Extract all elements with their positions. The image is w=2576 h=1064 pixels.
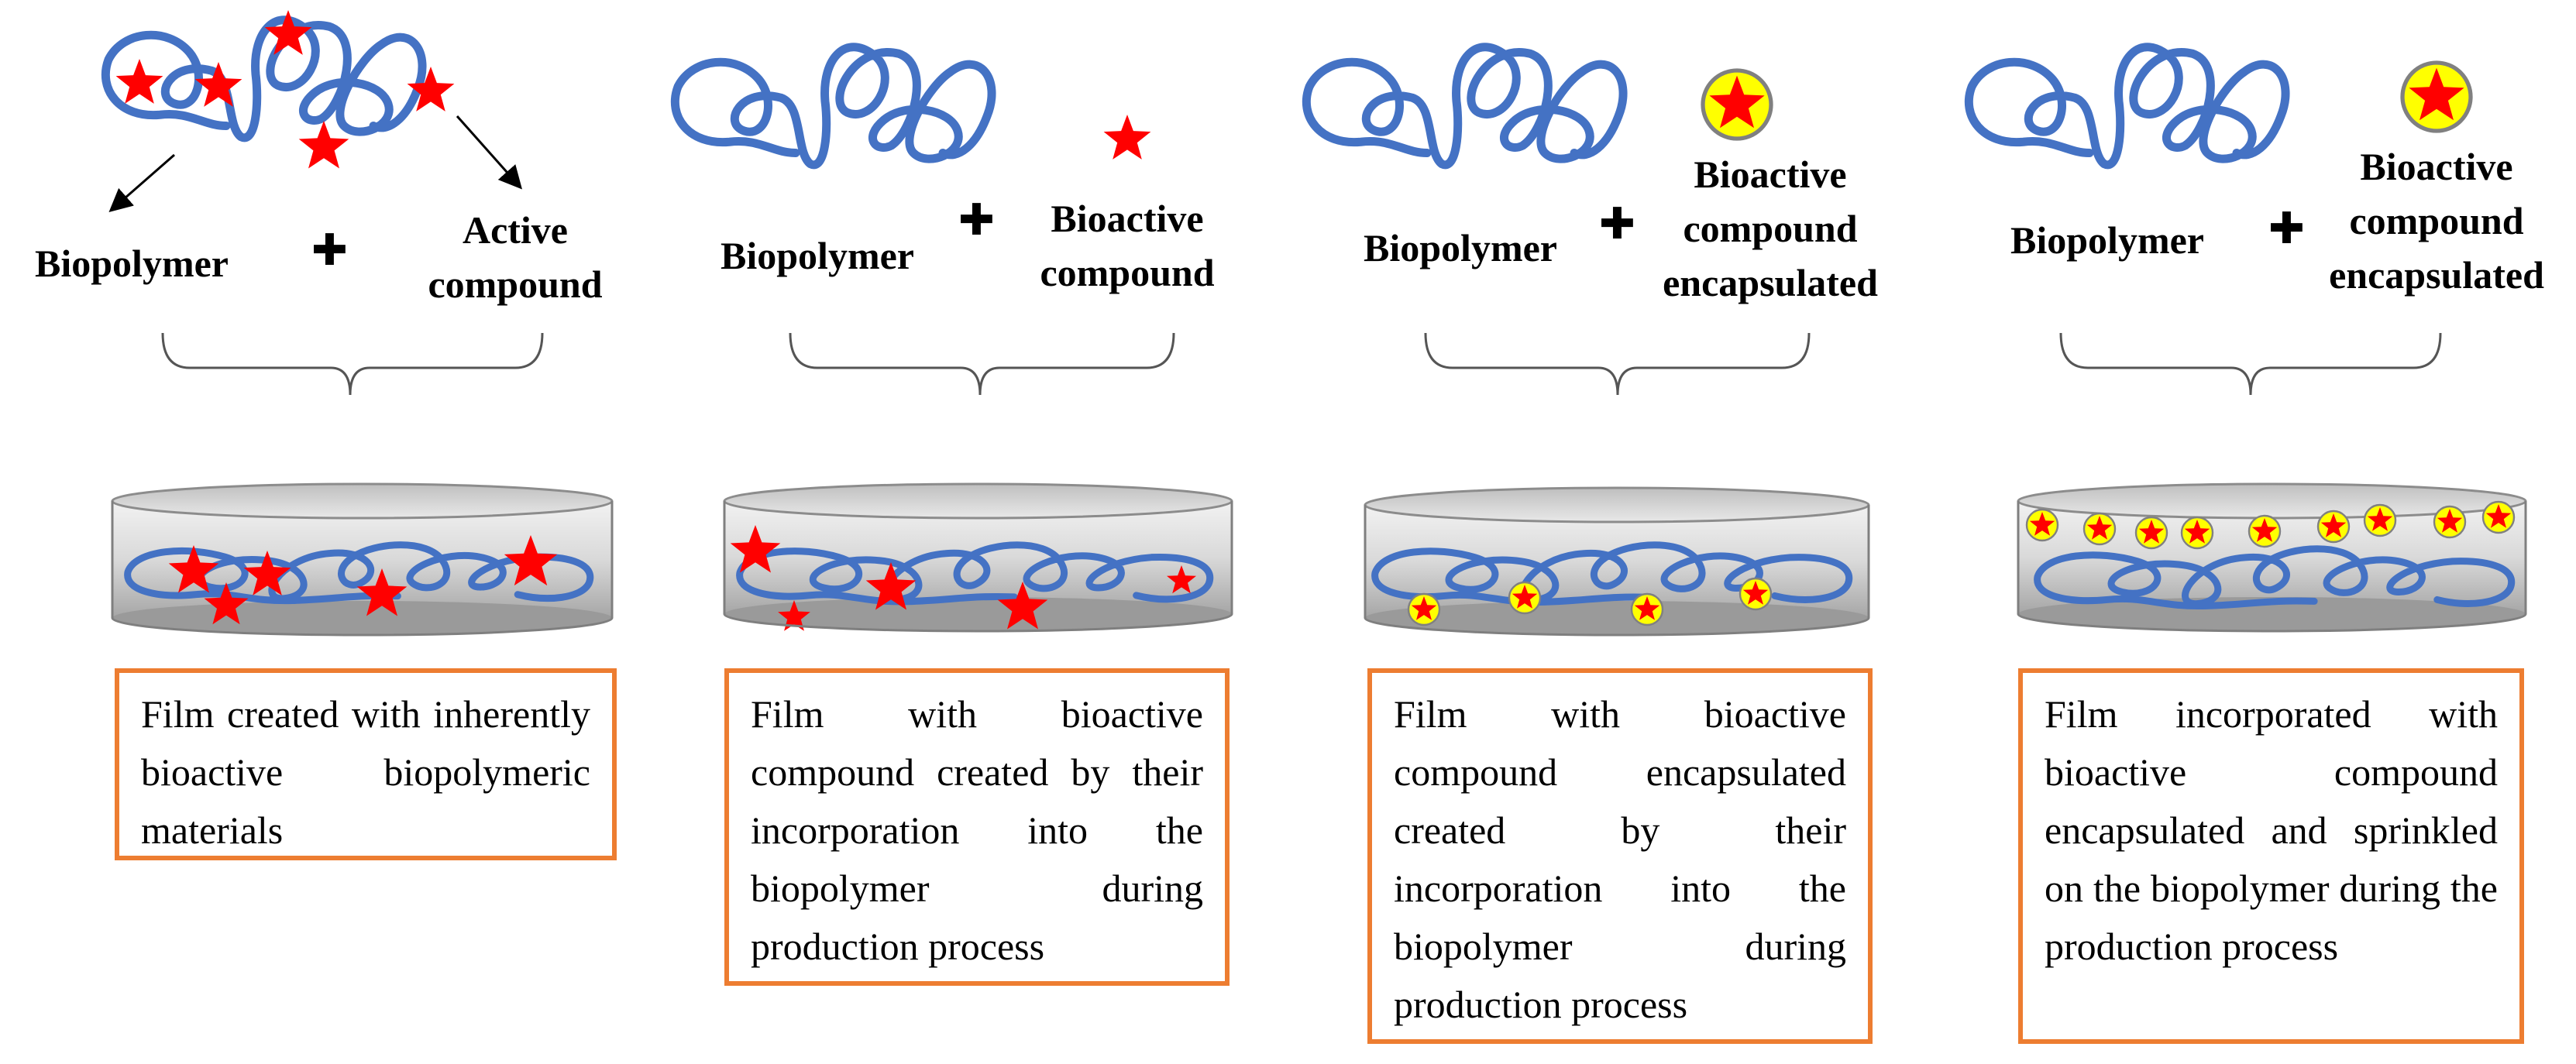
panel-4-dish-capsule-icon [2248, 514, 2282, 548]
panel-2-description-box: Film with bioactive compound created by … [724, 668, 1230, 986]
panel-3-dish-capsule-icon [1630, 592, 1664, 626]
capsule-star-icon [2320, 513, 2347, 537]
panel-3-biopolymer-chain-icon [1302, 43, 1628, 170]
panel-1-biopolymer-label: Biopolymer [35, 242, 229, 285]
panel-4-dish-capsule-icon [2363, 503, 2397, 537]
panel-4-dish-capsule-icon [2433, 505, 2467, 539]
capsule-star-icon [2251, 518, 2278, 542]
capsule-star-icon [2184, 520, 2210, 544]
panel-3-dish-capsule-icon [1508, 581, 1542, 615]
capsule-star-icon [2138, 520, 2165, 544]
panel-3-dish-capsule-icon [1407, 592, 1441, 626]
panel-3-biopolymer-label: Biopolymer [1364, 226, 1557, 269]
capsule-star-icon [1634, 596, 1660, 620]
panel-1-star-icon [298, 121, 349, 169]
panel-2-dish-star-icon [778, 600, 810, 631]
petri-dish-rim [111, 482, 614, 520]
panel-3-compound-label-line: Bioactive [1694, 153, 1847, 196]
panel-3-plus-icon: ✚ [1599, 199, 1635, 249]
panel-4-plus-icon: ✚ [2268, 204, 2305, 254]
capsule-star-icon [1709, 75, 1765, 129]
panel-3-dish-capsule-icon [1739, 577, 1773, 611]
panel-1-dish-star-icon [243, 551, 291, 595]
panel-1-pointer-arrow [456, 115, 522, 190]
panel-1-compound-label-line: compound [428, 263, 603, 306]
panel-3-dish-polymer-icon [1371, 541, 1853, 606]
panel-4-encapsulated-compound-icon [2400, 60, 2473, 133]
petri-dish-outline [723, 501, 1233, 633]
panel-4-dish-capsule-icon [2082, 512, 2117, 546]
panel-1-star-icon [264, 10, 312, 55]
petri-dish-base [112, 601, 612, 635]
panel-4-dish-capsule-icon [2134, 516, 2168, 550]
petri-dish-outline [111, 501, 614, 637]
panel-3-compound-label: Bioactive compound encapsulated [1646, 147, 1894, 310]
panel-1-plus-icon: ✚ [311, 225, 348, 276]
panel-4-biopolymer-label: Biopolymer [2010, 218, 2204, 262]
petri-dish-outline [1364, 505, 1870, 637]
capsule-star-icon [2409, 67, 2464, 121]
panel-4-dish-capsule-icon [2025, 508, 2059, 542]
panel-4-compound-label: Bioactive compound encapsulated [2301, 139, 2572, 302]
panel-1-star-icon [194, 62, 242, 107]
panel-4-biopolymer-chain-icon [1964, 43, 2290, 170]
panel-1-compound-label: Active compound [403, 203, 628, 311]
panel-3-compound-label-line: compound [1683, 207, 1858, 250]
capsule-star-icon [2367, 507, 2393, 531]
panel-4-compound-label-line: encapsulated [2329, 253, 2544, 297]
panel-2-dish-star-icon [1167, 565, 1196, 594]
panel-1-dish-star-icon [356, 568, 408, 616]
panel-1-dish-star-icon [168, 545, 219, 593]
panel-2-star-icon [1103, 115, 1151, 160]
panel-4-dish-capsule-icon [2180, 516, 2214, 550]
panel-2-grouping-brace [789, 332, 1175, 396]
panel-2-plus-icon: ✚ [958, 195, 995, 245]
petri-dish-outline [2017, 501, 2527, 633]
panel-3-compound-label-line: encapsulated [1663, 261, 1878, 304]
panel-1-dish-star-icon [204, 582, 249, 625]
panel-1-star-icon [115, 59, 163, 104]
capsule-star-icon [1512, 585, 1538, 609]
panel-2-dish-star-icon [865, 562, 917, 610]
panel-4-grouping-brace [2059, 332, 2442, 396]
capsule-star-icon [1411, 596, 1437, 620]
capsule-star-icon [2029, 512, 2055, 536]
capsule-star-icon [2437, 509, 2463, 533]
panel-3-grouping-brace [1424, 332, 1811, 396]
panel-2-biopolymer-label: Biopolymer [721, 234, 914, 277]
petri-dish-base [1365, 601, 1869, 635]
panel-2-compound-label: Bioactive compound [1015, 191, 1240, 300]
panel-2-biopolymer-chain-icon [670, 43, 996, 170]
panel-1-compound-label-line: Active [462, 208, 569, 252]
panel-3-description-box: Film with bioactive compound encapsulate… [1367, 668, 1873, 1044]
panel-2-compound-label-line: Bioactive [1051, 197, 1204, 240]
capsule-star-icon [2485, 504, 2512, 528]
petri-dish-rim [723, 482, 1233, 520]
panel-4-compound-label-line: Bioactive [2360, 145, 2513, 188]
petri-dish-base [2018, 597, 2526, 631]
panel-2-dish-star-icon [997, 582, 1048, 630]
panel-4-dish-capsule-icon [2481, 500, 2516, 534]
panel-3-encapsulated-compound-icon [1701, 68, 1773, 141]
petri-dish-rim [1364, 486, 1870, 523]
panel-4-dish-polymer-icon [2034, 545, 2516, 610]
panel-4-dish-capsule-icon [2316, 510, 2351, 544]
panel-1-star-icon [407, 67, 455, 112]
panel-2-dish-star-icon [730, 525, 781, 573]
petri-dish-base [724, 597, 1232, 631]
panel-1-grouping-brace [161, 332, 544, 396]
panel-2-dish-polymer-icon [736, 541, 1214, 606]
panel-1-pointer-arrow [108, 153, 175, 212]
panel-4-description-box: Film incorporated with bioactive compoun… [2018, 668, 2524, 1044]
panel-4-compound-label-line: compound [2349, 199, 2524, 242]
panel-2-compound-label-line: compound [1040, 251, 1215, 294]
capsule-star-icon [1742, 581, 1769, 605]
capsule-star-icon [2086, 516, 2113, 540]
panel-1-dish-star-icon [504, 535, 558, 586]
panel-1-description-box: Film created with inherently bioactive b… [115, 668, 617, 860]
